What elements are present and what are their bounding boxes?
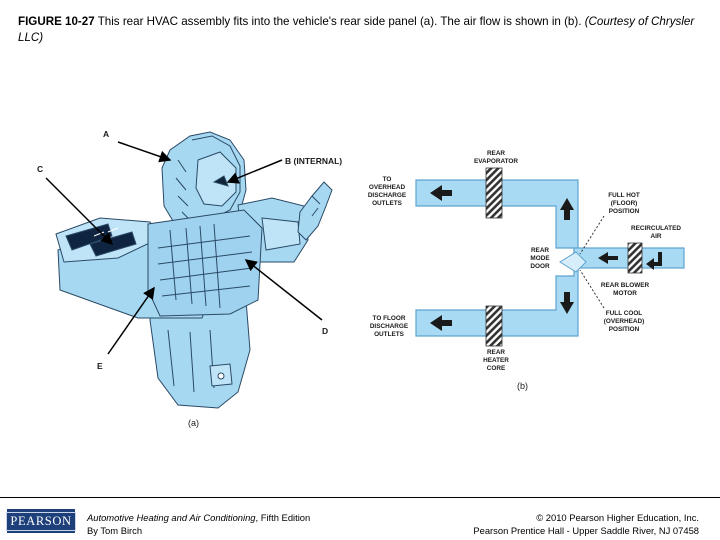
label-to-overhead-4: OUTLETS [372,200,403,207]
figure-number: FIGURE 10-27 [18,15,95,28]
callout-label-a: A [103,129,109,139]
arrow-a [117,141,172,163]
label-full-hot-3: POSITION [609,208,640,215]
label-to-overhead-1: TO [383,176,392,183]
airflow-arrow-down-icon [560,292,574,314]
label-rear-heater-core-1: REAR [487,349,505,356]
label-rear-heater-core-2: HEATER [483,357,509,364]
assembly-callout-arrows [45,141,323,355]
label-full-cool-1: FULL COOL [606,310,643,317]
label-rear-mode-door-1: REAR [531,247,549,254]
airflow-arrows [430,185,662,331]
rear-heater-core [485,305,503,347]
label-rear-evaporator-1: REAR [487,150,505,157]
rear-evaporator-core [485,167,503,219]
footer-copyright: © 2010 Pearson Higher Education, Inc. Pe… [473,511,699,537]
arrow-e [107,286,155,355]
callout-label-e: E [97,361,103,371]
label-to-floor-1: TO FLOOR [373,315,406,322]
label-rear-blower-1: REAR BLOWER [601,282,650,289]
arrow-b [226,159,283,184]
pearson-logo: PEARSON [6,509,76,533]
mode-door-hot-position [579,215,605,255]
airflow-arrow-floor-icon [430,315,452,331]
label-full-hot-1: FULL HOT [608,192,640,199]
book-title-line: Automotive Heating and Air Conditioning,… [87,511,310,524]
footer-divider [0,497,720,498]
label-to-floor-3: OUTLETS [374,331,405,338]
mode-door-cool-position [579,269,605,309]
recirculated-air-arrow-icon [646,252,662,270]
label-rear-mode-door-3: DOOR [530,263,550,270]
label-to-overhead-2: OVERHEAD [369,184,406,191]
caption-text: This rear HVAC assembly fits into the ve… [94,15,585,28]
label-rear-mode-door-2: MODE [530,255,550,262]
label-full-hot-2: (FLOOR) [611,200,638,207]
label-to-floor-2: DISCHARGE [370,323,409,330]
label-rear-blower-2: MOTOR [613,290,637,297]
pearson-logo-text: PEARSON [6,511,76,531]
footer-book-info: Automotive Heating and Air Conditioning,… [87,511,310,537]
arrow-d [244,259,323,321]
caption-credit: (Courtesy of Chrysler LLC) [18,15,695,44]
label-full-cool-3: POSITION [609,326,640,333]
label-recirculated-air-2: AIR [650,233,661,240]
figure-caption: FIGURE 10-27 This rear HVAC assembly fit… [18,14,708,46]
arrow-c [45,177,114,246]
mode-door-icon [559,251,587,273]
book-edition: , Fifth Edition [255,512,311,523]
book-title: Automotive Heating and Air Conditioning [87,512,256,523]
book-author: By Tom Birch [87,525,143,536]
hvac-assembly-drawing [55,131,333,409]
callout-label-c: C [37,164,43,174]
airflow-arrow-overhead-icon [430,185,452,201]
panel-label-a: (a) [188,418,199,428]
publisher-line: Pearson Prentice Hall - Upper Saddle Riv… [473,525,699,536]
panel-label-b: (b) [517,381,528,391]
airflow-duct [415,179,685,337]
copyright-line: © 2010 Pearson Higher Education, Inc. [536,512,699,523]
label-recirculated-air-1: RECIRCULATED [631,225,681,232]
rear-blower-motor [627,242,643,274]
airflow-arrow-up-icon [560,198,574,220]
label-full-cool-2: (OVERHEAD) [604,318,644,325]
callout-label-b: B (INTERNAL) [285,156,342,166]
label-rear-evaporator-2: EVAPORATOR [474,158,518,165]
label-to-overhead-3: DISCHARGE [368,192,407,199]
callout-label-d: D [322,326,328,336]
airflow-arrow-blower-icon [598,252,618,264]
label-rear-heater-core-3: CORE [487,365,506,372]
